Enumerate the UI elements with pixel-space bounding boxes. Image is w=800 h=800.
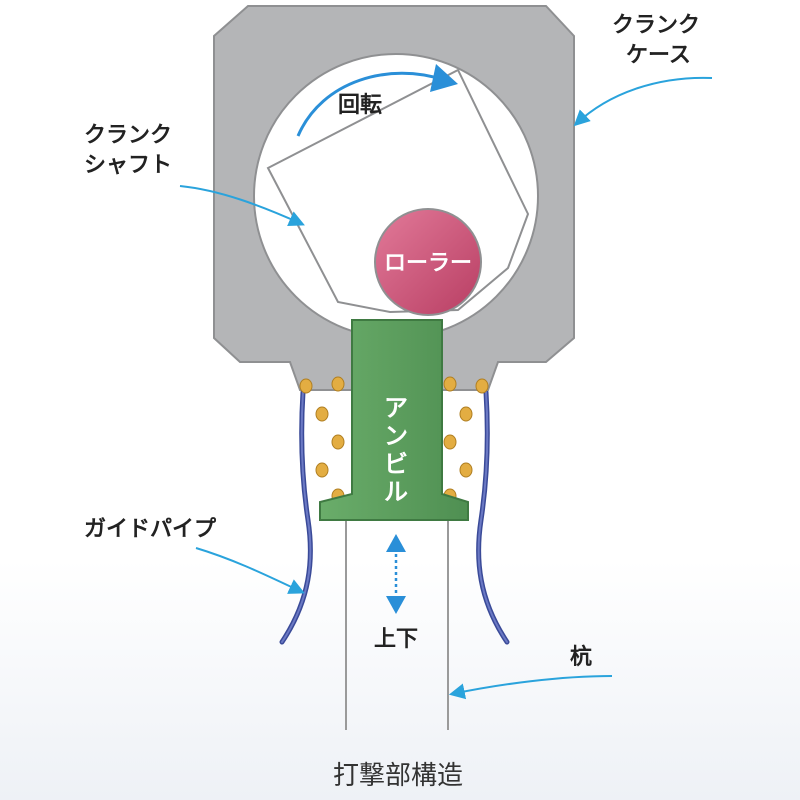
stake-leader [448, 675, 613, 700]
guide-pipe-label: ガイドパイプ [84, 517, 217, 542]
up-down-arrow [386, 534, 406, 614]
up-down-label: 上下 [374, 627, 418, 652]
svg-text:ル: ル [384, 478, 408, 506]
svg-text:ビ: ビ [384, 450, 408, 478]
crankshaft-label: クランク シャフト [84, 123, 172, 178]
crankcase-label: クランク ケース [612, 13, 700, 68]
spring-coils [299, 376, 489, 504]
rotation-arrow [296, 71, 445, 137]
caption: 打撃部構造 [333, 761, 463, 791]
stake-label: 杭 [570, 644, 592, 670]
anvil [319, 319, 469, 521]
rotation-label: 回転 [338, 92, 382, 118]
svg-text:ア: ア [384, 394, 408, 422]
guide-pipe-leader [195, 547, 305, 594]
crankcase-leader [573, 76, 713, 127]
roller-label: ローラー [384, 251, 472, 276]
svg-text:シャフト: シャフト [84, 153, 172, 178]
roller [374, 208, 482, 316]
svg-text:クランク: クランク [612, 13, 700, 38]
stake [345, 518, 449, 730]
svg-text:ン: ン [384, 422, 408, 450]
svg-text:クランク: クランク [84, 123, 172, 148]
guide-pipe [279, 389, 510, 645]
anvil-label: ア ン ビ ル [384, 394, 408, 506]
svg-text:ケース: ケース [626, 43, 691, 68]
crankshaft-leader [179, 185, 305, 227]
